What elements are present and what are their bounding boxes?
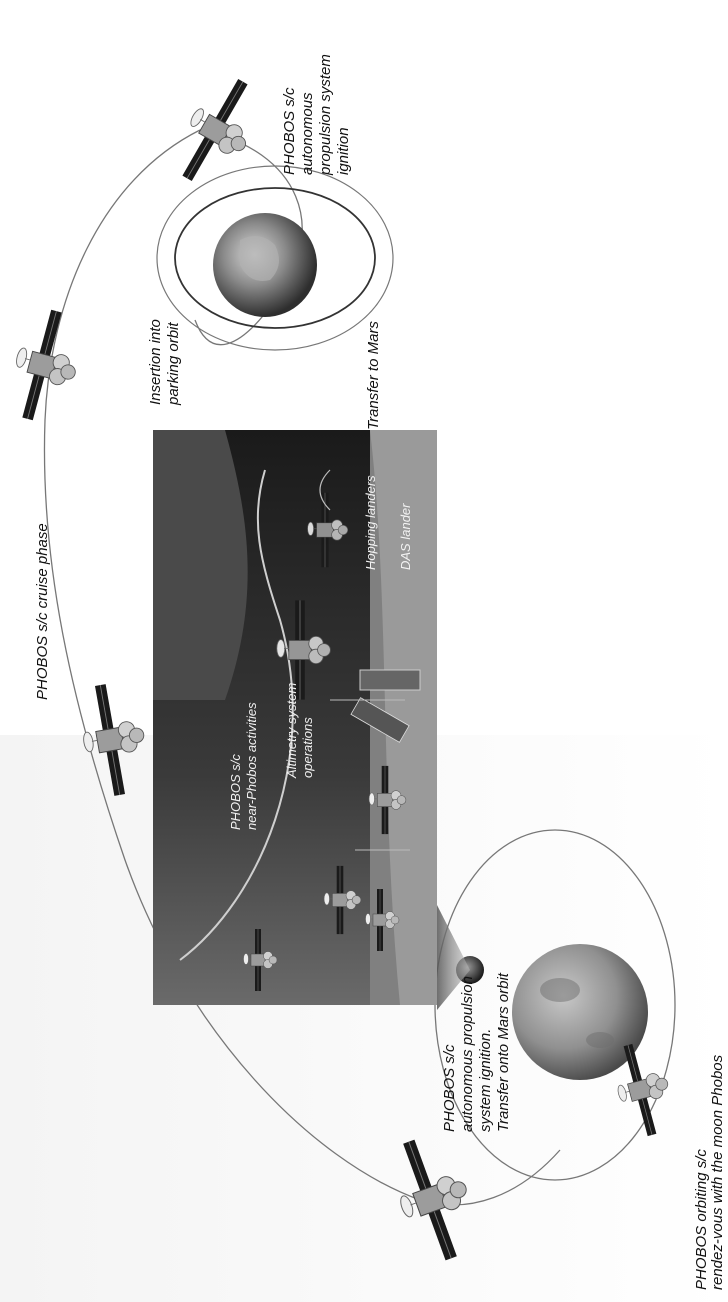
svg-text:operations: operations (300, 717, 315, 778)
svg-text:parking orbit: parking orbit (165, 322, 182, 406)
svg-text:Insertion into: Insertion into (147, 319, 164, 405)
label-das-lander: DAS lander (398, 503, 413, 570)
label-ignition-earth: PHOBOS s/c autonomous propulsion system … (281, 54, 352, 176)
label-cruise-phase: PHOBOS s/c cruise phase (34, 523, 51, 700)
svg-text:PHOBOS s/c: PHOBOS s/c (281, 87, 298, 175)
svg-text:autonomous propulsion: autonomous propulsion (459, 976, 476, 1132)
svg-text:system ignition.: system ignition. (477, 1029, 494, 1132)
svg-text:rendez-vous with the moon Phob: rendez-vous with the moon Phobos (709, 1054, 726, 1290)
spacecraft-icon (164, 69, 272, 196)
svg-text:Altimetry system: Altimetry system (284, 682, 299, 779)
svg-text:autonomous: autonomous (299, 92, 316, 175)
svg-text:propulsion system: propulsion system (317, 54, 334, 176)
label-hopping-landers: Hopping landers (363, 475, 378, 570)
svg-text:PHOBOS s/c: PHOBOS s/c (441, 1044, 458, 1132)
label-insertion: Insertion into parking orbit (147, 319, 182, 406)
svg-text:PHOBOS s/c: PHOBOS s/c (228, 754, 243, 830)
svg-text:Transfer onto Mars orbit: Transfer onto Mars orbit (495, 972, 512, 1132)
earth-group (157, 166, 393, 350)
svg-text:near-Phobos activities: near-Phobos activities (244, 702, 259, 830)
label-transfer-to-mars: Transfer to Mars (365, 321, 382, 430)
svg-text:ignition: ignition (335, 127, 352, 175)
svg-text:PHOBOS orbiting s/c: PHOBOS orbiting s/c (693, 1149, 710, 1290)
